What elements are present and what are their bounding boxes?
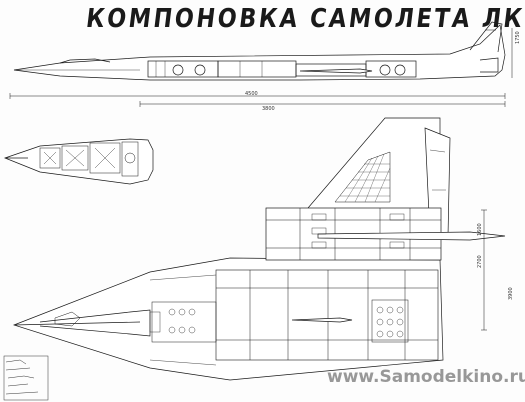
overall-length-dimension: 4500 bbox=[245, 91, 258, 97]
site-watermark: www.Samodelkino.ru bbox=[327, 367, 525, 387]
signature-scribble bbox=[3, 355, 49, 401]
plan-view bbox=[12, 257, 444, 381]
tail-wing-planform bbox=[265, 117, 506, 261]
side-dimension-lines bbox=[9, 28, 513, 107]
inner-length-dimension: 3800 bbox=[262, 106, 275, 112]
span-lower-dimension: 3900 bbox=[508, 287, 514, 300]
side-height-dimension: 1750 bbox=[515, 31, 521, 44]
plan-dimension-lines bbox=[481, 209, 487, 331]
side-view bbox=[13, 21, 506, 81]
span-mid-dimension: 2700 bbox=[477, 255, 483, 268]
span-upper-dimension: 1600 bbox=[477, 223, 483, 236]
nose-section-detail bbox=[3, 138, 154, 185]
